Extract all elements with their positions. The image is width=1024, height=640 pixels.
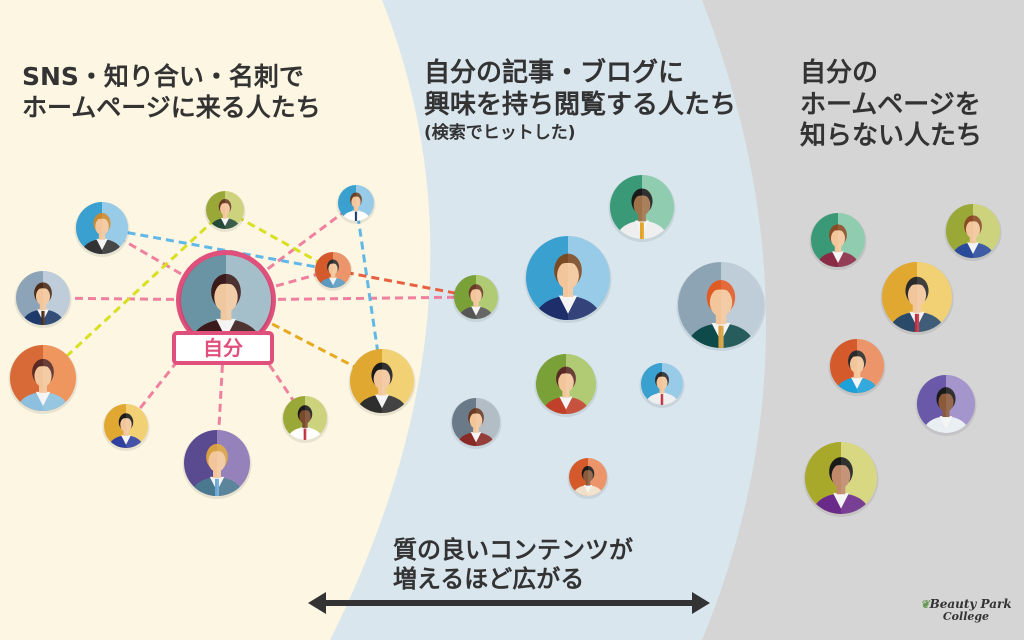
face (849, 355, 865, 374)
person-avatar-inner (204, 191, 246, 232)
middle-subtitle: (検索でヒットした) (424, 123, 576, 144)
person-avatar-middle (567, 458, 609, 499)
tie (914, 313, 920, 332)
outer-title-line-1: 自分の (800, 58, 879, 88)
person-avatar-outer (828, 339, 886, 396)
outer-region-title: 自分の ホームページを 知らない人たち (800, 58, 982, 153)
face (470, 288, 482, 303)
person-avatar-outer (803, 442, 879, 517)
face (299, 409, 311, 424)
logo-line-1: Beauty Park (929, 597, 1012, 611)
tie (215, 478, 219, 496)
person-avatar-middle (452, 275, 500, 322)
person-avatar-outer (809, 213, 867, 270)
face (214, 282, 238, 313)
inner-region-title: SNS・知り合い・名刺で ホームページに来る人たち (22, 62, 321, 123)
middle-region-title: 自分の記事・ブログに 興味を持ち閲覧する人たち (検索でヒットした) (424, 58, 736, 144)
person-avatar-inner (8, 345, 78, 414)
face (831, 463, 851, 488)
face (907, 283, 927, 307)
outer-title-line-3: 知らない人たち (800, 121, 983, 152)
face (208, 450, 226, 472)
tie (41, 310, 45, 325)
double-headed-arrow (308, 592, 710, 614)
body (542, 396, 590, 414)
self-avatar (176, 250, 276, 350)
face (120, 417, 132, 432)
logo-line-2: College (942, 609, 990, 623)
tie (303, 428, 307, 440)
body (812, 493, 870, 514)
body (535, 296, 601, 320)
face (558, 372, 574, 393)
body (108, 435, 144, 448)
face (557, 261, 579, 290)
person-avatar-middle (450, 398, 502, 449)
tie (718, 325, 724, 348)
logo: ❦Beauty Park College (912, 598, 1020, 622)
body (458, 306, 494, 319)
body (210, 218, 240, 229)
body (357, 394, 407, 413)
face (351, 195, 361, 208)
person-avatar-middle (608, 175, 676, 242)
person-avatar-inner (281, 396, 329, 443)
person-avatar-inner (102, 404, 150, 451)
connection-line (41, 208, 227, 380)
inner-title-line-1: SNS・知り合い・名刺で (22, 62, 304, 91)
caption-line-1: 質の良いコンテンツが (393, 536, 633, 564)
face (35, 287, 51, 306)
person-avatar-inner (313, 252, 353, 291)
face (709, 288, 733, 317)
person-avatar-outer (915, 375, 977, 436)
face (373, 368, 391, 390)
person-avatar-middle (534, 354, 598, 417)
body (573, 485, 603, 496)
body (951, 242, 995, 258)
face (938, 392, 954, 412)
tie (354, 211, 358, 221)
body (81, 239, 123, 254)
leaf-icon: ❦ (920, 598, 930, 611)
person-avatar-inner (74, 202, 130, 257)
face (965, 220, 981, 239)
connection-line (332, 268, 477, 299)
inner-title-line-2: ホームページに来る人たち (22, 92, 321, 122)
face (830, 229, 846, 248)
face (34, 365, 52, 387)
middle-title-line-1: 自分の記事・ブログに (424, 58, 685, 88)
face (328, 262, 338, 275)
face (633, 194, 651, 216)
self-label: 自分 (172, 331, 274, 365)
bottom-caption: 質の良いコンテンツが 増えるほど広がる (393, 536, 633, 595)
person-avatar-inner (336, 185, 376, 224)
body (17, 392, 69, 411)
outer-title-line-2: ホームページを (800, 89, 981, 120)
connection-line (101, 226, 334, 272)
caption-line-2: 増えるほど広がる (393, 565, 585, 594)
tie (640, 222, 644, 239)
body (816, 251, 860, 267)
face (95, 217, 109, 236)
person-avatar-inner (182, 430, 252, 499)
face (656, 375, 668, 390)
person-avatar-outer (880, 262, 954, 335)
body (457, 432, 495, 446)
tie (660, 394, 664, 405)
body (923, 416, 969, 433)
face (583, 469, 593, 483)
body (318, 277, 348, 288)
avatars (8, 175, 1002, 517)
middle-title-line-2: 興味を持ち閲覧する人たち (424, 89, 737, 120)
body (835, 377, 879, 393)
face (220, 202, 230, 216)
face (469, 412, 483, 429)
connection-line (224, 208, 334, 272)
person-avatar-middle (639, 363, 685, 408)
